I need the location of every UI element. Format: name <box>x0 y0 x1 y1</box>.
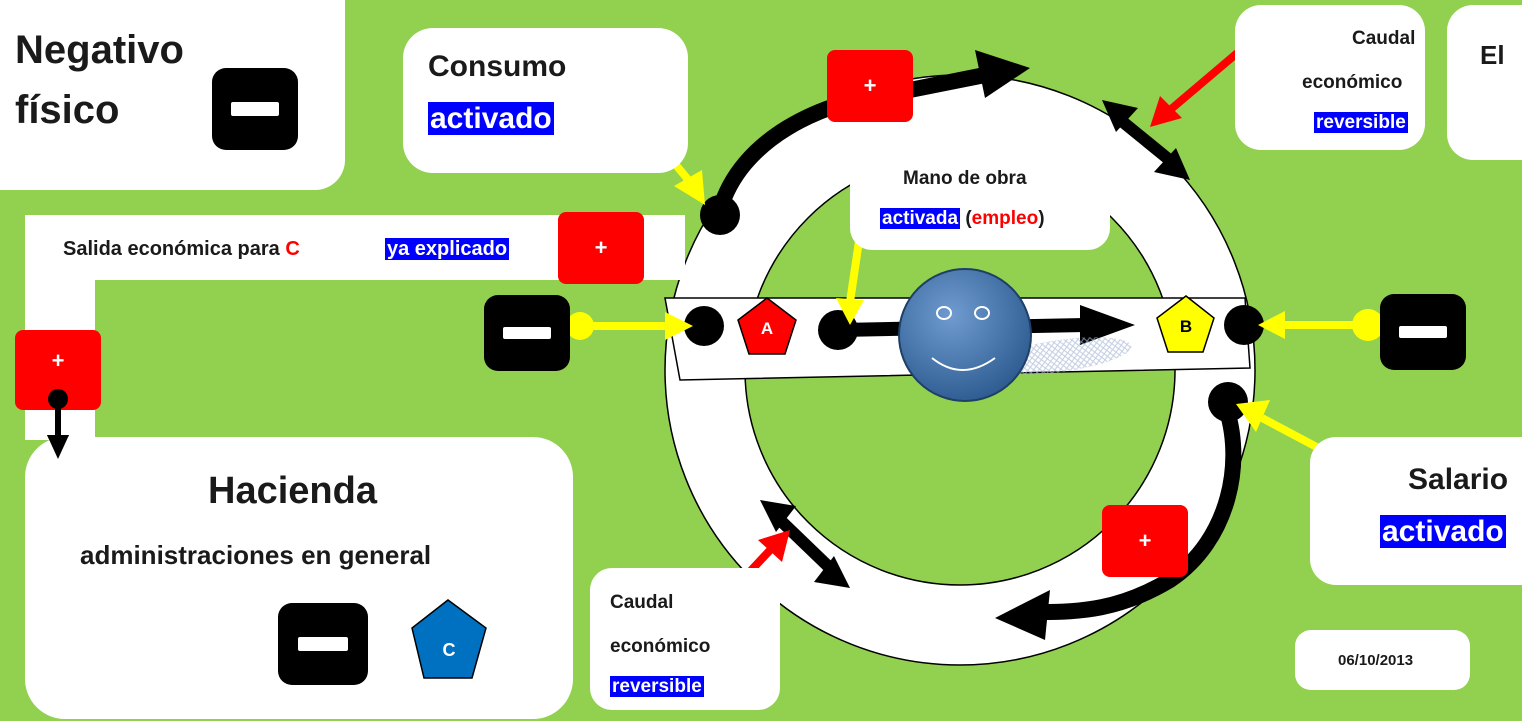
caudal-top-line2: económico <box>1302 72 1403 93</box>
smiley-face-icon <box>898 268 1032 402</box>
pentagon-icon: C <box>411 599 487 679</box>
el-partial-text: El <box>1480 40 1505 70</box>
down-arrow-icon <box>47 389 69 459</box>
caudal-top-line1: Caudal <box>1352 28 1416 49</box>
salida-letter: C <box>285 238 300 260</box>
pin-pointer-icon <box>566 312 693 340</box>
pentagon-icon: B <box>1156 295 1215 353</box>
mano-obra-extra: empleo <box>971 208 1039 229</box>
mano-obra-title: Mano de obra <box>903 168 1027 189</box>
salida-note: ya explicado <box>385 238 510 260</box>
salario-status: activado <box>1380 515 1506 548</box>
minus-box-icon <box>484 295 570 371</box>
pin-pointer-icon <box>1258 309 1384 341</box>
salario-box <box>1310 437 1522 585</box>
negativo-line2: físico <box>15 88 120 132</box>
node-dot <box>1224 305 1264 345</box>
pentagon-c-label: C <box>443 640 456 660</box>
hacienda-subtitle: administraciones en general <box>80 540 432 570</box>
double-arrow-icon <box>1102 100 1190 180</box>
salida-text: Salida económica para <box>63 238 286 260</box>
mano-obra-paren-close: ) <box>1038 208 1045 229</box>
salario-title: Salario <box>1408 463 1509 496</box>
pentagon-a-label: A <box>761 319 773 338</box>
node-dot <box>700 195 740 235</box>
caudal-bottom-status: reversible <box>610 676 704 697</box>
double-arrow-icon <box>760 500 850 588</box>
node-dot <box>684 306 724 346</box>
pentagon-icon: A <box>737 297 797 355</box>
hacienda-title: Hacienda <box>208 470 377 512</box>
node-dot <box>1208 382 1248 422</box>
el-box <box>1447 5 1522 160</box>
plus-box-icon: + <box>827 50 913 122</box>
mano-obra-paren-open: ( <box>960 208 972 229</box>
minus-box-icon <box>1380 294 1466 370</box>
minus-box-icon <box>212 68 298 150</box>
negativo-line1: Negativo <box>15 28 184 72</box>
plus-box-icon: + <box>1102 505 1188 577</box>
plus-box-icon: + <box>558 212 644 284</box>
mano-obra-box <box>850 150 1110 250</box>
caudal-top-status: reversible <box>1314 112 1408 133</box>
caudal-bottom-line2: económico <box>610 636 711 657</box>
mano-obra-status: activada <box>880 208 961 229</box>
date-text: 06/10/2013 <box>1338 652 1414 669</box>
consumo-box <box>403 28 688 173</box>
consumo-title: Consumo <box>428 50 567 83</box>
minus-box-icon <box>278 603 368 685</box>
date-box <box>1295 630 1470 690</box>
caudal-bottom-line1: Caudal <box>610 592 674 613</box>
pentagon-b-label: B <box>1180 317 1192 336</box>
consumo-status: activado <box>428 102 554 135</box>
